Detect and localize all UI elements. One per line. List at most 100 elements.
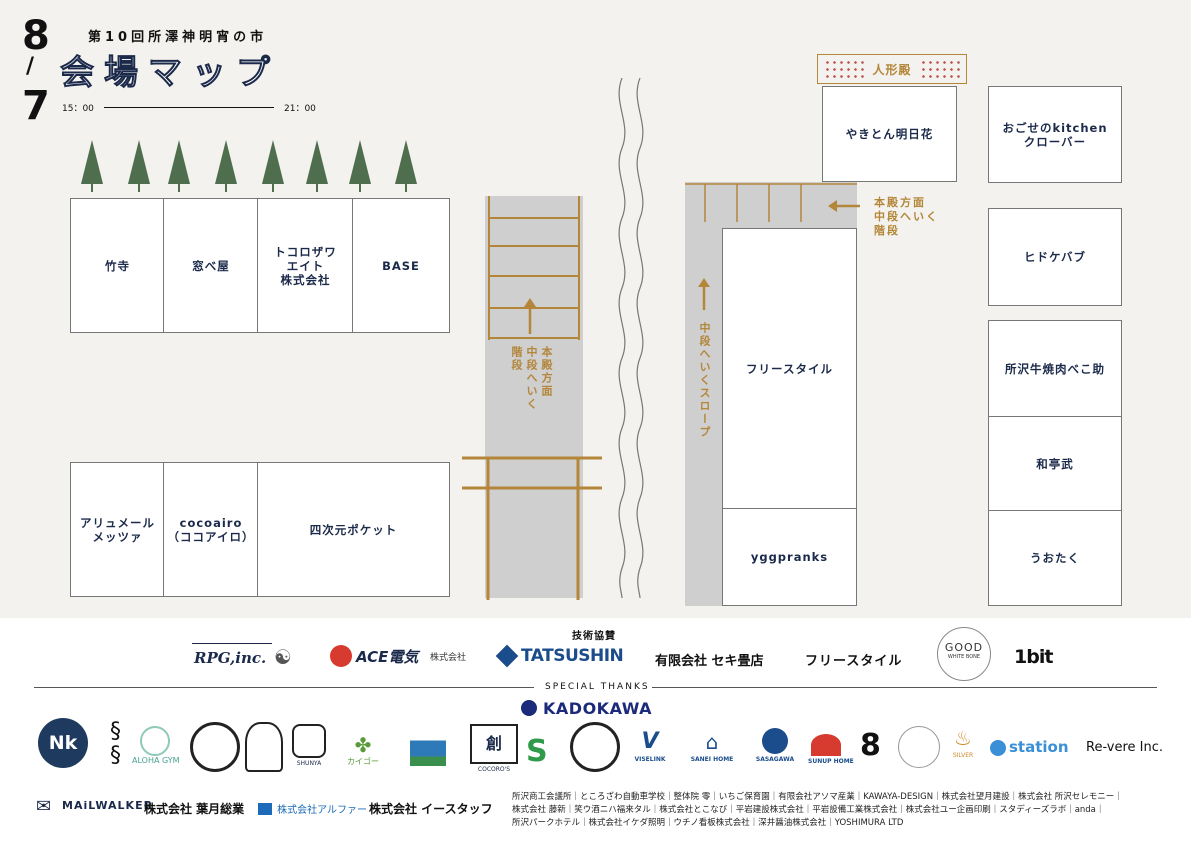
stairs-right-label: 本殿方面 中段へいく 階段 [874,196,939,237]
booth-cocoairo[interactable]: cocoairo （ココアイロ） [163,462,259,597]
tree-icon [306,140,328,192]
nk-logo: Nk [38,718,88,768]
eastaff: 株式会社 イースタッフ [369,802,493,816]
sunup-label: SUNUP HOME [808,758,854,765]
top-stairs-lines [685,183,857,222]
freestyle-sponsor: フリースタイル [805,654,903,669]
rpg-logo: RPG,inc. ☯ [192,643,302,673]
stairs-col3: 階段 [510,346,523,372]
shunya-logo: SHUNYA [288,724,330,768]
booth-okose-kitchen[interactable]: おごせのkitchen クローバー [988,86,1122,183]
booth-madobeya[interactable]: 窓べ屋 [163,198,259,333]
tatsushin-logo: TATSUSHIN [495,644,632,672]
sasagawa-label: SASAGAWA [755,756,795,763]
alpha-logo: 株式会社アルファー [258,798,367,817]
tree-icon [81,140,103,192]
map-title: 会場マップ [59,52,280,94]
ace-suffix: 株式会社 [430,653,467,663]
cocoros-logo: 創 COCORO'S [470,724,518,774]
sanei-home-logo: ⌂ SANEI HOME [688,730,736,764]
date-slash: / [26,54,35,79]
time-end: 21：00 [284,104,316,114]
dot-pattern [824,59,864,79]
booth-base[interactable]: BASE [352,198,450,333]
sanei-label: SANEI HOME [690,756,734,763]
good-label: GOOD [944,641,984,654]
booth-takedera[interactable]: 竹寺 [70,198,165,333]
booth-tokorozawa-eight[interactable]: トコロザワ エイト 株式会社 [257,198,354,333]
mailwalker-label: MAiLWALKER [62,799,154,812]
station-label: station [1009,738,1069,756]
seki-tatami: 有限会社 セキ畳店 [655,654,764,669]
flame-icon: ♨ [954,726,972,750]
eight-logo: 8 [860,728,888,768]
event-name: 第10回所澤神明宵の市 [88,30,268,45]
ace-label: ACE電気 [356,648,419,666]
silver-logo: ♨ SILVER [945,726,981,760]
hazuki-sogyo: 株式会社 葉月総業 [144,802,245,816]
booth-yakiton-asuka[interactable]: やきとん明日花 [822,86,957,182]
station-circle-icon [990,740,1006,756]
mountain-icon [410,734,446,766]
tree-icon [349,140,371,192]
sunup-circle-icon [811,734,841,756]
booth-hidokebab[interactable]: ヒドケバブ [988,208,1122,306]
trees [81,140,417,192]
alpha-mark-icon [258,802,272,815]
rpg-label: RPG,inc. [194,649,267,667]
booth-alumeal[interactable]: アリュメール メッツァ [70,462,165,597]
mail-character-icon: ✉ [36,796,52,817]
tatsushin-label: TATSUSHIN [521,646,624,666]
cocoros-mark-icon: 創 [470,724,518,764]
dragon-icon: ☯ [274,645,292,669]
eight-label: 8 [860,728,881,763]
revere-label: Re-vere Inc. [1086,740,1164,755]
arrow-up-icon [698,278,710,310]
stairs-col1: 本殿方面 [540,346,553,398]
booth-freestyle[interactable]: フリースタイル [722,228,857,510]
viselink-logo: V VISELINK [628,730,672,764]
special-thanks-text: 所沢商工会議所｜ところざわ自動車学校｜整体院 零｜いちご保育園｜有限会社アソマ産… [512,791,1123,830]
torii-gate [462,456,602,600]
thanks-line: 所沢パークホテル｜株式会社イケダ照明｜ウチノ看板株式会社｜深井醤油株式会社｜YO… [512,818,904,828]
kadokawa-logo: KADOKAWA [521,698,666,720]
slope-label: 中段へいくスロープ [698,322,711,439]
tree-icon [262,140,284,192]
booth-wateibu[interactable]: 和亭武 [988,416,1122,512]
ace-mark-icon [330,645,352,667]
sasagawa-logo: SASAGAWA [750,728,800,764]
slope-path [685,182,723,606]
viselink-label: VISELINK [634,756,666,763]
tree-icon [128,140,150,192]
clover-icon: ✤ [354,733,372,757]
ningyoden-label: 人形殿 [872,62,912,77]
alpha-label: 株式会社アルファー [277,805,367,816]
booth-yojigen-pocket[interactable]: 四次元ポケット [257,462,450,597]
aloha-label: ALOHA GYM [132,756,180,765]
booth-uotaku[interactable]: うおたく [988,510,1122,606]
kadokawa-label: KADOKAWA [543,699,653,718]
daruma-icon [190,722,240,772]
character-icon [245,722,283,772]
divider-right [652,687,1157,688]
date-month: 8 [22,13,50,59]
calligraphy-icon: §§ [110,719,121,768]
ace-logo: ACE電気 株式会社 [330,643,480,671]
booth-gyuyakiniku-bekosuke[interactable]: 所沢牛焼肉べこ助 [988,320,1122,418]
time-start: 15：00 [62,104,94,114]
kaigo-logo: ✤ カイゴー [345,734,381,767]
stairs-col2: 中段へいく [525,346,538,411]
ladder-stairs [488,196,580,340]
aloha-circle-icon [140,726,170,756]
time-line [104,107,274,108]
crest-icon [570,722,620,772]
arrow-up-icon [524,298,536,334]
station-logo: station [990,738,1080,758]
ningyoden-sign[interactable]: 人形殿 [817,54,967,84]
tatsushin-mark-icon [495,644,519,668]
thanks-line: 株式会社 藤新｜笑ウ酒ニハ福来タル｜株式会社とこなび｜平岩建設株式会社｜平岩設備… [512,805,1105,815]
booth-yggpranks[interactable]: yggpranks [722,508,857,606]
divider-left [34,687,534,688]
aloha-gym-logo: ALOHA GYM [132,726,180,766]
tree-icon [215,140,237,192]
